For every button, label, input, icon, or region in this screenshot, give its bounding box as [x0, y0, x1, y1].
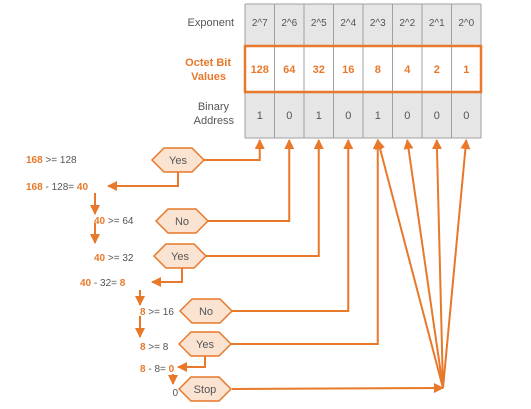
arrow-no-64 — [208, 139, 295, 222]
arrow-subtract-8 — [177, 356, 206, 372]
step-lead: 168 — [26, 182, 43, 193]
decision-diamond — [178, 298, 234, 324]
decision-diamond — [154, 208, 210, 234]
arrow-stop-fan — [431, 139, 444, 389]
decision-diamond — [152, 243, 208, 269]
step-rest: >= 8 — [146, 342, 169, 353]
octet-row-label-line1: Octet Bit — [185, 57, 231, 69]
exponent-cell: 2^6 — [281, 18, 297, 29]
step-lead: 8 — [140, 364, 146, 375]
step-rest: - 8= — [146, 364, 169, 375]
step-rest: >= 64 — [105, 216, 134, 227]
exponent-cell: 2^2 — [399, 18, 415, 29]
binary-digit-cell: 0 — [345, 110, 351, 122]
decision-diamond — [177, 376, 233, 402]
bit-table: 2^7 128 1 2^6 64 0 2^5 32 1 2^4 16 0 2^3 8 1 2^2 4 0 2^1 2 0… — [243, 3, 483, 139]
step-lead: 40 — [94, 253, 106, 264]
bit-value-cell: 2 — [434, 64, 440, 76]
step-text: 0 — [172, 388, 178, 399]
exponent-cell: 2^0 — [458, 18, 474, 29]
exponent-row-label: Exponent — [188, 17, 234, 29]
decision-label: No — [199, 306, 213, 318]
binary-digit-cell: 0 — [404, 110, 410, 122]
step-lead: 8 — [140, 342, 146, 353]
binary-row-label-line2: Address — [194, 115, 235, 127]
arrow-subtract-128 — [107, 172, 179, 191]
step-rest: >= 128 — [43, 155, 77, 166]
step-text: 8 >= 16 — [140, 307, 174, 318]
binary-digit-cell: 1 — [375, 110, 381, 122]
arrow-yes-8 — [230, 139, 383, 345]
step-text: 40 >= 32 — [94, 253, 134, 264]
binary-row-label-line1: Binary — [198, 101, 230, 113]
decision-diamond — [177, 331, 233, 357]
decision-label: Yes — [171, 251, 189, 263]
step-lead: 8 — [140, 307, 146, 318]
step-rest: - 128= — [43, 182, 77, 193]
step-rest: >= 16 — [146, 307, 175, 318]
decision-label: Yes — [196, 339, 214, 351]
arrow-stop-line — [231, 383, 444, 394]
decision-label: Stop — [194, 384, 217, 396]
bit-value-cell: 32 — [313, 64, 325, 76]
arrow-stop-fan — [375, 139, 444, 389]
bit-value-cell: 4 — [404, 64, 411, 76]
exponent-cell: 2^4 — [340, 18, 356, 29]
arrow-subtract-32 — [151, 268, 183, 287]
bit-value-cell: 1 — [463, 64, 469, 76]
step-text: 168 >= 128 — [26, 155, 77, 166]
binary-digit-cell: 1 — [316, 110, 322, 122]
arrow-yes-128 — [203, 139, 265, 161]
exponent-cell: 2^7 — [252, 18, 268, 29]
octet-row-label-line2: Values — [191, 71, 226, 83]
bit-value-cell: 128 — [251, 64, 269, 76]
arrow-no-16 — [232, 139, 354, 312]
step-text: 40 >= 64 — [94, 216, 134, 227]
step-rest: >= 32 — [105, 253, 134, 264]
step-text: 40 - 32= 8 — [80, 278, 126, 289]
exponent-cell: 2^5 — [311, 18, 327, 29]
step-lead: 168 — [26, 155, 43, 166]
binary-digit-cell: 0 — [286, 110, 292, 122]
arrow-stop-fan — [442, 139, 471, 389]
step-result: 40 — [77, 182, 89, 193]
step-rest: - 32= — [91, 278, 120, 289]
bit-value-cell: 64 — [283, 64, 296, 76]
step-text: 168 - 128= 40 — [26, 182, 88, 193]
exponent-cell: 2^1 — [429, 18, 445, 29]
step-text: 8 >= 8 — [140, 342, 169, 353]
exponent-cell: 2^3 — [370, 18, 386, 29]
step-result: 0 — [169, 364, 175, 375]
step-lead: 40 — [80, 278, 92, 289]
binary-digit-cell: 1 — [257, 110, 263, 122]
step-rest: 0 — [172, 388, 178, 399]
decision-label: No — [175, 216, 189, 228]
binary-digit-cell: 0 — [463, 110, 469, 122]
step-text: 8 - 8= 0 — [140, 364, 175, 375]
bit-value-cell: 16 — [342, 64, 354, 76]
step-result: 8 — [120, 278, 126, 289]
connector-arrows — [90, 139, 471, 394]
step-lead: 40 — [94, 216, 106, 227]
arrow-yes-32 — [205, 139, 324, 257]
binary-digit-cell: 0 — [434, 110, 440, 122]
arrow-stop-fan — [403, 139, 444, 389]
bit-value-cell: 8 — [375, 64, 381, 76]
decision-label: Yes — [169, 155, 187, 167]
octet-row-highlight — [243, 44, 483, 94]
decision-diamond — [150, 147, 206, 173]
